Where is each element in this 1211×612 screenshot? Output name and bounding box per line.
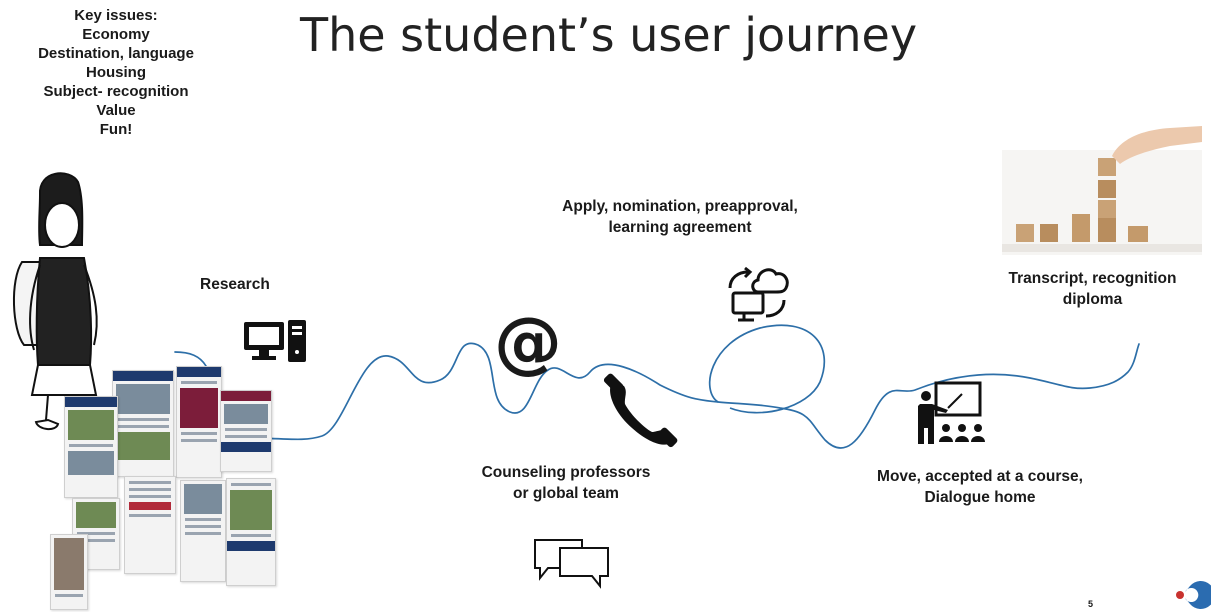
key-issues-heading: Key issues:	[74, 7, 158, 24]
chat-bubbles-icon	[534, 539, 609, 589]
step-counseling-line: Counseling professors	[481, 464, 651, 481]
journey-path	[174, 342, 1140, 449]
step-move-label: Move, accepted at a course, Dialogue hom…	[835, 466, 1125, 508]
cloud-sync-icon	[728, 266, 789, 322]
step-transcript-line: diploma	[1062, 291, 1123, 308]
website-screenshot	[124, 476, 176, 574]
email-at-icon: @	[494, 303, 562, 382]
brand-logo-icon	[1176, 581, 1211, 609]
phone-icon	[603, 373, 678, 448]
key-issue-item: Destination, language	[38, 45, 194, 62]
website-screenshot	[226, 478, 276, 586]
step-apply-line: Apply, nomination, preapproval,	[562, 198, 798, 215]
website-screenshot	[50, 534, 88, 610]
step-counseling-label: Counseling professors or global team	[446, 462, 686, 504]
computer-tower-icon	[244, 320, 306, 362]
key-issue-item: Subject- recognition	[43, 83, 189, 100]
website-screenshot	[220, 390, 272, 472]
website-screenshot	[64, 396, 118, 498]
step-research-label: Research	[200, 276, 270, 293]
key-issue-item: Economy	[82, 26, 150, 43]
student-illustration	[13, 172, 98, 430]
teacher-presentation-icon	[918, 381, 985, 444]
page-number: 5	[1088, 599, 1094, 609]
website-screenshot	[112, 370, 174, 477]
step-apply-label: Apply, nomination, preapproval, learning…	[510, 196, 850, 238]
blocks-illustration	[1002, 126, 1202, 255]
key-issue-item: Value	[96, 102, 136, 119]
step-move-line: Dialogue home	[924, 489, 1036, 506]
step-move-line: Move, accepted at a course,	[877, 468, 1083, 485]
step-transcript-line: Transcript, recognition	[1008, 270, 1177, 287]
key-issues-list: Key issues: Economy Destination, languag…	[6, 6, 226, 139]
key-issue-item: Fun!	[99, 121, 133, 138]
step-apply-line: learning agreement	[608, 219, 752, 236]
website-screenshot	[180, 480, 226, 582]
step-transcript-label: Transcript, recognition diploma	[985, 268, 1200, 310]
key-issue-item: Housing	[86, 64, 146, 81]
step-counseling-line: or global team	[513, 485, 619, 502]
website-screenshot	[176, 366, 222, 478]
journey-loop	[708, 324, 826, 414]
page-title: The student’s user journey	[300, 8, 918, 62]
